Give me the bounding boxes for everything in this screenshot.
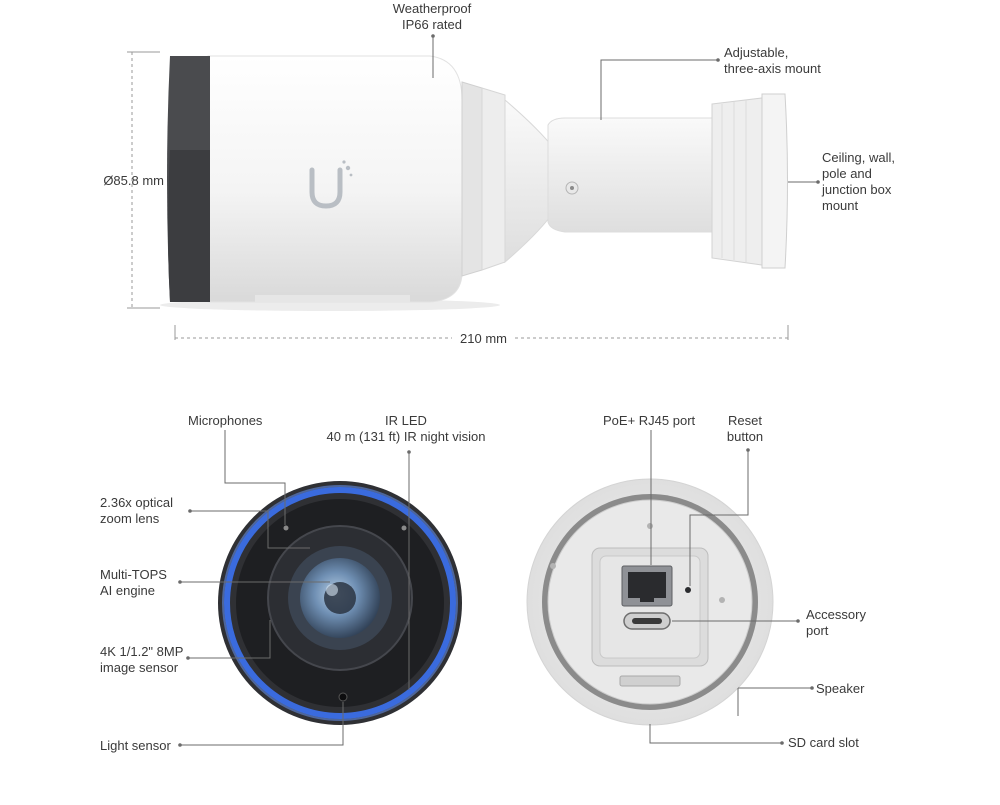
- label-weatherproof: Weatherproof IP66 rated: [392, 1, 472, 32]
- rear-collar: [461, 81, 483, 277]
- label-accessory-port: Accessory port: [806, 607, 866, 638]
- leader-reset-button: [689, 450, 749, 586]
- label-zoom-lens: 2.36x optical zoom lens: [100, 495, 173, 526]
- label-microphones: Microphones: [188, 413, 263, 428]
- side-view: [127, 34, 820, 340]
- logo-dot-icon: [345, 165, 351, 171]
- leader-microphones: [224, 430, 286, 525]
- mount-plate: [761, 93, 788, 269]
- label-light-sensor: Light sensor: [100, 738, 171, 753]
- label-adjustable-mount: Adjustable, three-axis mount: [724, 45, 821, 76]
- front-view: [178, 430, 462, 747]
- label-poe-port: PoE+ RJ45 port: [603, 413, 696, 428]
- label-reset-button: Reset button: [726, 413, 764, 444]
- label-speaker: Speaker: [816, 681, 865, 696]
- mount-base: [711, 97, 763, 266]
- label-length: 210 mm: [460, 331, 507, 346]
- front-bezel-shade: [168, 150, 210, 302]
- ubiquiti-logo-icon: [309, 167, 343, 209]
- leader-adjustable-mount: [600, 59, 718, 120]
- leader-zoom-lens: [190, 510, 310, 549]
- label-image-sensor: 4K 1/1.2" 8MP image sensor: [100, 644, 184, 675]
- visor-strip: [255, 295, 410, 302]
- leader-light-sensor: [180, 702, 344, 746]
- camera-body: [207, 55, 463, 303]
- reset-button-icon: [685, 587, 691, 593]
- ir-led-ring: [224, 487, 456, 719]
- label-diameter: Ø85.8 mm: [103, 173, 164, 188]
- label-ceiling-mount: Ceiling, wall, pole and junction box mou…: [822, 150, 895, 213]
- sd-card-slot: [619, 675, 681, 687]
- leader-image-sensor: [188, 620, 271, 659]
- leader-sd-card: [649, 724, 782, 744]
- label-sd-card-slot: SD card slot: [788, 735, 859, 750]
- microphone-left-icon: [283, 525, 289, 531]
- back-view: [526, 430, 814, 745]
- microphone-right-icon: [401, 525, 407, 531]
- label-ir-led: IR LED 40 m (131 ft) IR night vision: [326, 413, 486, 444]
- mount-arm: [547, 117, 713, 233]
- light-sensor-icon: [338, 692, 348, 702]
- label-ai-engine: Multi-TOPS AI engine: [100, 567, 167, 598]
